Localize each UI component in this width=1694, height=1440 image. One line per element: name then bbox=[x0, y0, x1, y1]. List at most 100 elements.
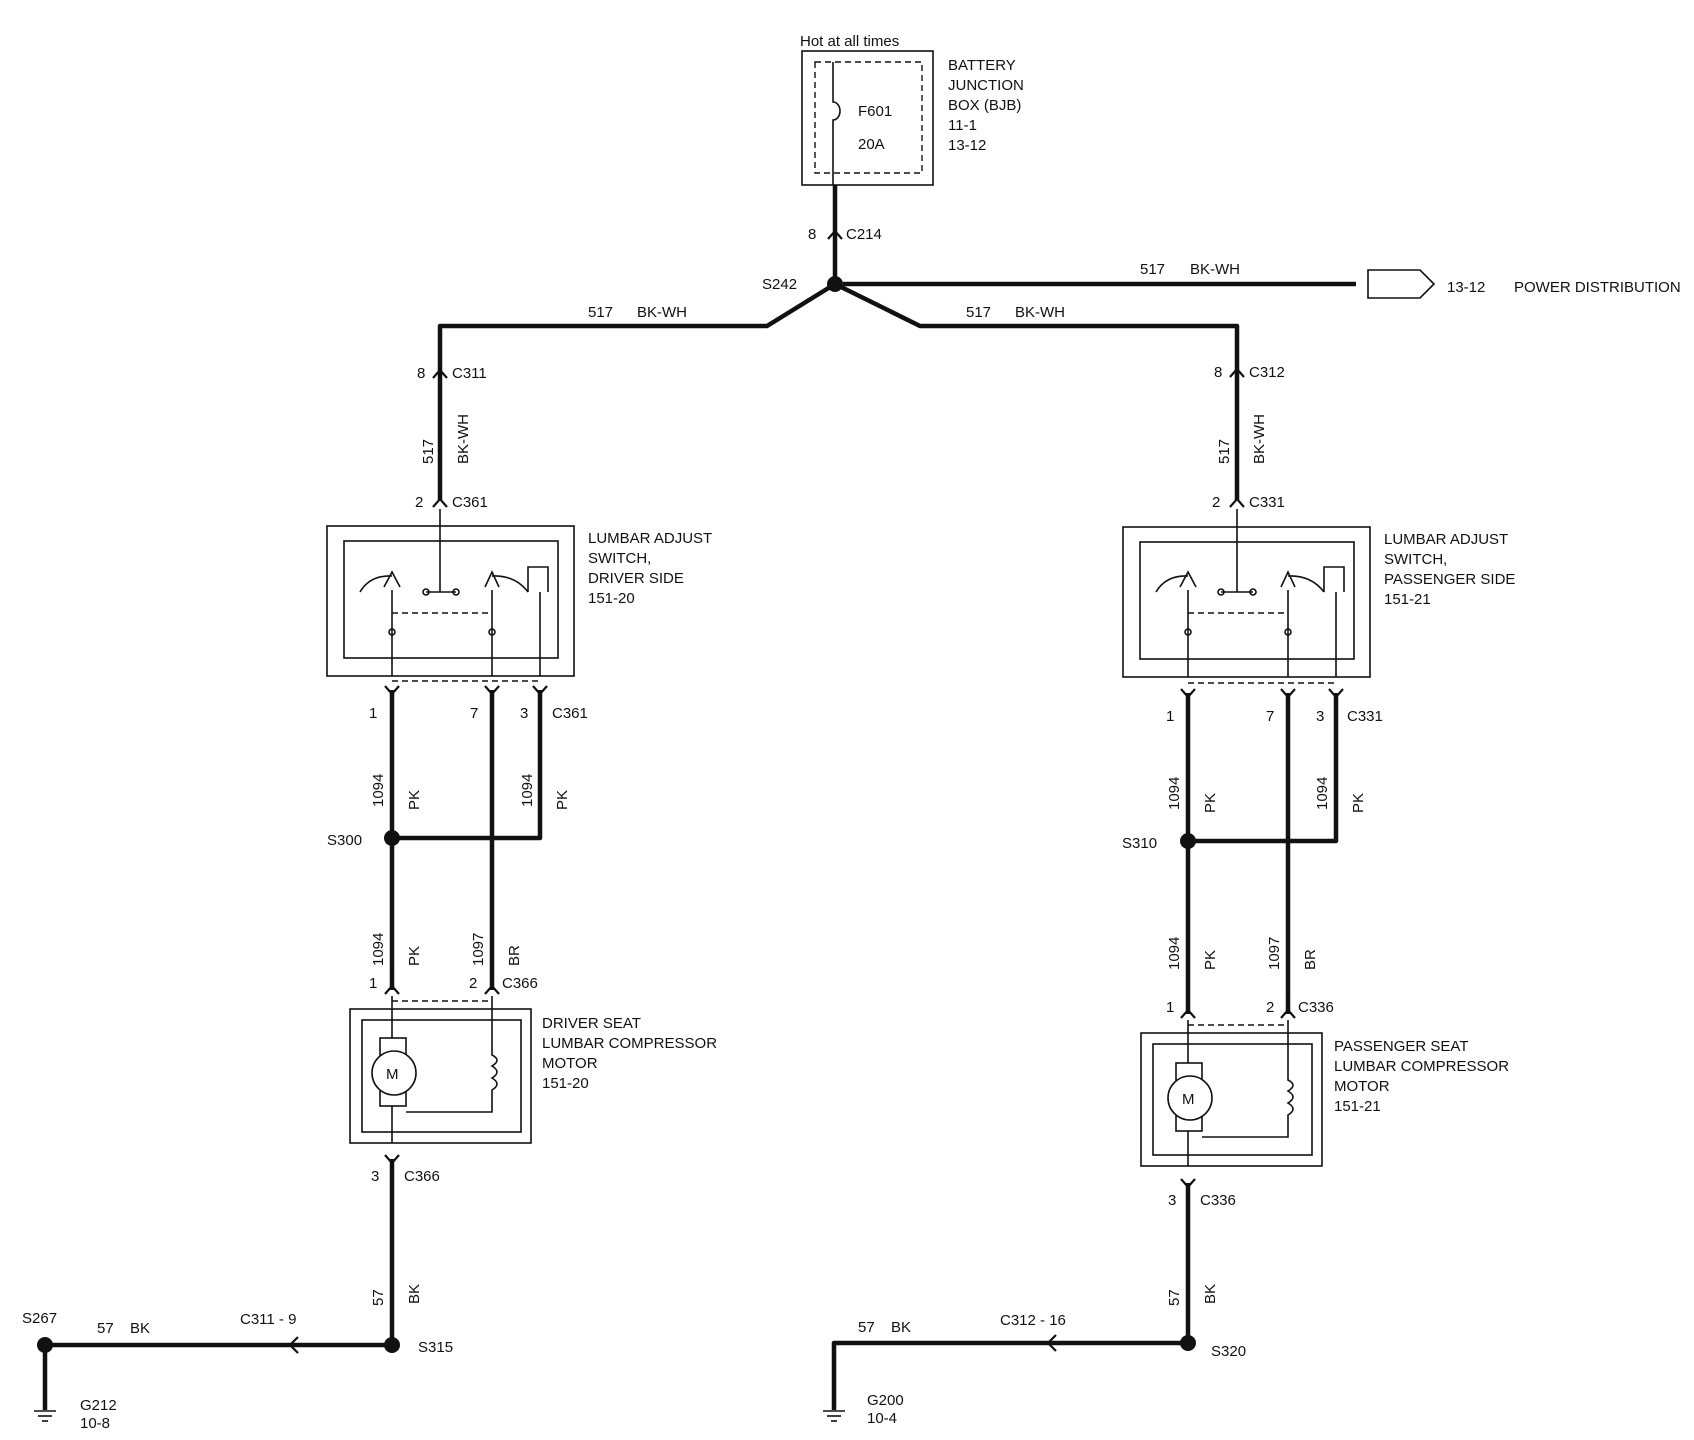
connector-c331-top-icon bbox=[1228, 497, 1246, 509]
wire-517-driver-branch bbox=[437, 282, 837, 365]
connector-c361-top-icon bbox=[431, 497, 449, 509]
w57-circuit-pass-vert: 57 bbox=[1166, 1289, 1183, 1306]
bjb-name-1: BATTERY bbox=[948, 57, 1016, 74]
bjb-inner-dash bbox=[814, 61, 923, 174]
passenger-motor-name-1: PASSENGER SEAT bbox=[1334, 1038, 1468, 1055]
passenger-switch-arrow-right bbox=[1280, 570, 1296, 588]
driver-switch-outer-box bbox=[326, 525, 575, 677]
driver-motor-ref: 151-20 bbox=[542, 1075, 589, 1092]
ground-icon bbox=[823, 1410, 845, 1422]
s315-label: S315 bbox=[418, 1339, 453, 1356]
c312-16-label: C312 - 16 bbox=[1000, 1312, 1066, 1329]
driver-motor-name-3: MOTOR bbox=[542, 1055, 598, 1072]
c311-name: C311 bbox=[452, 365, 487, 382]
driver-switch-inner-box bbox=[343, 540, 559, 659]
w517-circuit-right: 517 bbox=[966, 304, 991, 321]
driver-switch-node-d bbox=[488, 628, 496, 636]
bjb-name-3: BOX (BJB) bbox=[948, 97, 1021, 114]
w1094-circuit-pass-b: 1094 bbox=[1314, 777, 1331, 810]
driver-switch-name-2: SWITCH, bbox=[588, 550, 651, 567]
passenger-side-circuit: 8 C312 517 BK-WH 2 C331 LUMBAR ADJUST SW… bbox=[823, 364, 1515, 1427]
passenger-switch-outer-box bbox=[1122, 526, 1371, 678]
c331-top-pin: 2 bbox=[1212, 494, 1220, 511]
c331-bottom-pin7: 7 bbox=[1266, 708, 1274, 725]
driver-motor-symbol: M bbox=[386, 1066, 399, 1083]
s310-label: S310 bbox=[1122, 835, 1157, 852]
g212-name: G212 bbox=[80, 1397, 117, 1414]
passenger-switch-arm-left bbox=[1155, 575, 1189, 593]
w517-circuit-left: 517 bbox=[588, 304, 613, 321]
passenger-switch-ref: 151-21 bbox=[1384, 591, 1431, 608]
driver-switch-node-c bbox=[388, 628, 396, 636]
bjb-box bbox=[801, 50, 934, 186]
w57-color-driver-gnd: BK bbox=[130, 1320, 150, 1337]
w517-circuit-driver-vert: 517 bbox=[420, 439, 437, 464]
c336-bottom-pin: 3 bbox=[1168, 1192, 1176, 1209]
fuse-icon bbox=[832, 62, 841, 185]
w1094-color-driver-c: PK bbox=[406, 946, 423, 966]
c361-bottom-pin3: 3 bbox=[520, 705, 528, 722]
bjb-ref-1: 11-1 bbox=[948, 117, 977, 134]
s320-label: S320 bbox=[1211, 1343, 1246, 1360]
w517-color-right: BK-WH bbox=[1015, 304, 1065, 321]
w1097-color-pass: BR bbox=[1302, 949, 1319, 970]
driver-switch-node-b bbox=[452, 588, 460, 596]
w1094-circuit-pass-c: 1094 bbox=[1166, 937, 1183, 970]
hot-at-all-times-label: Hot at all times bbox=[800, 33, 899, 50]
w57-color-pass-gnd: BK bbox=[891, 1319, 911, 1336]
fuse-rating: 20A bbox=[858, 136, 885, 153]
power-distribution-arrow-icon bbox=[1367, 269, 1436, 299]
w1094-circuit-driver-c: 1094 bbox=[370, 933, 387, 966]
w1097-color-driver: BR bbox=[506, 945, 523, 966]
w57-circuit-driver-gnd: 57 bbox=[97, 1320, 114, 1337]
passenger-motor-inner-box bbox=[1152, 1043, 1313, 1156]
s267-label: S267 bbox=[22, 1310, 57, 1327]
fuse-name: F601 bbox=[858, 103, 892, 120]
w1097-circuit-pass: 1097 bbox=[1266, 937, 1283, 970]
driver-switch-name-3: DRIVER SIDE bbox=[588, 570, 684, 587]
w57-circuit-driver-vert: 57 bbox=[370, 1289, 387, 1306]
passenger-switch-node-a bbox=[1217, 588, 1225, 596]
passenger-switch-name-2: SWITCH, bbox=[1384, 551, 1447, 568]
driver-switch-arrow-right bbox=[484, 570, 500, 588]
w1094-color-driver-b: PK bbox=[554, 790, 571, 810]
w57-color-pass-vert: BK bbox=[1202, 1284, 1219, 1304]
c312-name: C312 bbox=[1249, 364, 1285, 381]
driver-switch-arm-left bbox=[359, 575, 393, 593]
bjb-name-2: JUNCTION bbox=[948, 77, 1024, 94]
c361-bottom-pin7: 7 bbox=[470, 705, 478, 722]
w517-color-left: BK-WH bbox=[637, 304, 687, 321]
w1094-circuit-driver-a: 1094 bbox=[370, 774, 387, 807]
passenger-switch-arm-right bbox=[1287, 566, 1345, 593]
c311-9-label: C311 - 9 bbox=[240, 1311, 296, 1328]
wire-517-passenger-branch bbox=[834, 281, 1240, 365]
c361-bottom-pin1: 1 bbox=[369, 705, 377, 722]
driver-side-circuit: 8 C311 517 BK-WH 2 C361 LUMBAR ADJUST SW… bbox=[22, 365, 717, 1432]
driver-switch-name-1: LUMBAR ADJUST bbox=[588, 530, 712, 547]
passenger-switch-name-1: LUMBAR ADJUST bbox=[1384, 531, 1508, 548]
passenger-motor-name-3: MOTOR bbox=[1334, 1078, 1390, 1095]
driver-switch-ref: 151-20 bbox=[588, 590, 635, 607]
passenger-switch-node-b bbox=[1249, 588, 1257, 596]
c366-top-name: C366 bbox=[502, 975, 538, 992]
g200-name: G200 bbox=[867, 1392, 904, 1409]
motor-icon bbox=[371, 1050, 417, 1096]
ground-icon bbox=[34, 1410, 56, 1422]
w1094-color-pass-a: PK bbox=[1202, 793, 1219, 813]
driver-motor-name-2: LUMBAR COMPRESSOR bbox=[542, 1035, 717, 1052]
passenger-switch-node-d bbox=[1284, 628, 1292, 636]
c366-top-pin1: 1 bbox=[369, 975, 377, 992]
c361-top-pin: 2 bbox=[415, 494, 423, 511]
passenger-motor-symbol: M bbox=[1182, 1091, 1195, 1108]
w1094-color-driver-a: PK bbox=[406, 790, 423, 810]
connector-c311-9-icon bbox=[288, 1336, 299, 1354]
w1097-circuit-driver: 1097 bbox=[470, 933, 487, 966]
w517-color-pd: BK-WH bbox=[1190, 261, 1240, 278]
passenger-motor-ref: 151-21 bbox=[1334, 1098, 1381, 1115]
c366-top-pin2: 2 bbox=[469, 975, 477, 992]
c331-top-name: C331 bbox=[1249, 494, 1285, 511]
c331-bottom-name: C331 bbox=[1347, 708, 1383, 725]
motor-icon bbox=[1167, 1075, 1213, 1121]
w57-color-driver-vert: BK bbox=[406, 1284, 423, 1304]
